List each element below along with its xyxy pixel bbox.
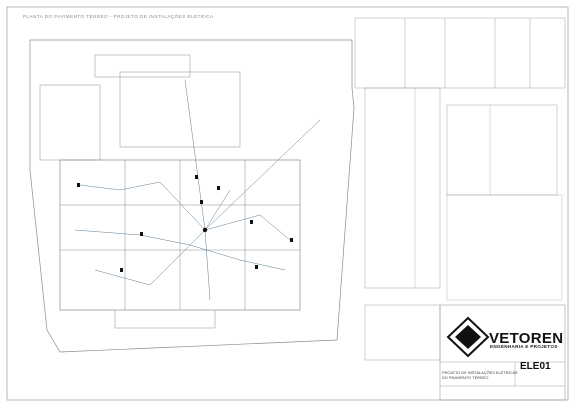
load-table: [364, 87, 441, 289]
title-block: [439, 304, 566, 401]
revision-table: [364, 304, 441, 361]
project-description: PROJETO DE INSTALAÇÕES ELÉTRICAS: [442, 370, 518, 375]
upper-room-outline: [119, 71, 241, 148]
sheet-code: ELE01: [520, 361, 551, 372]
logo-mark: [446, 316, 490, 358]
upper-building-outline: [94, 54, 191, 78]
project-description: DO PAVIMENTO TÉRREO: [442, 375, 489, 380]
equipment-symbols: [77, 175, 293, 272]
notes-block: [446, 194, 563, 301]
company-logo-text: VETOREN: [489, 330, 564, 347]
plan-title: PLANTA DO PAVIMENTO TÉRREO - PROJETO DE …: [23, 14, 214, 19]
sheet-border: [6, 6, 569, 401]
detail-panel: [354, 17, 566, 89]
site-boundary: [29, 39, 355, 353]
left-room-outline: [39, 84, 101, 161]
symbol-legend: [446, 104, 558, 196]
company-subtitle: ENGENHARIA E PROJETOS: [490, 344, 558, 349]
wiring-runs: [74, 79, 321, 301]
lower-annex-outline: [114, 310, 216, 329]
